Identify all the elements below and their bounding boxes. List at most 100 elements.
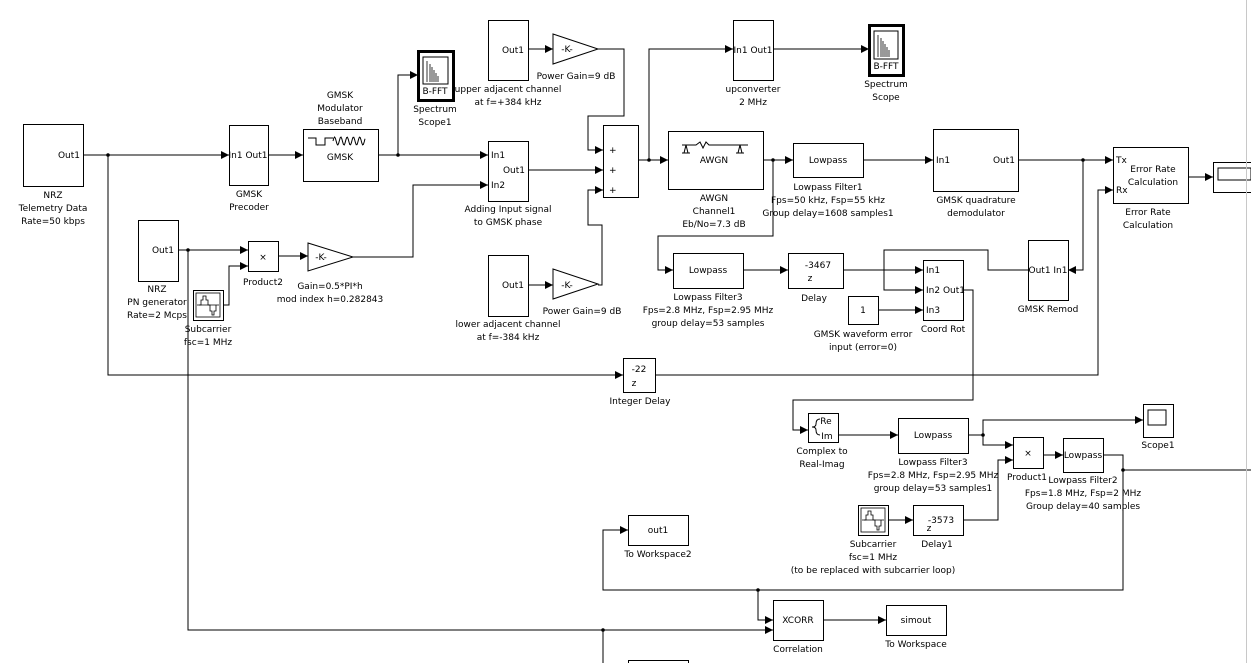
block-name-label: Fps=2.8 MHz, Fsp=2.95 MHz (868, 471, 999, 481)
block-body[interactable] (923, 260, 964, 321)
arrowhead-icon (915, 306, 923, 314)
signal-line[interactable] (648, 48, 733, 160)
signal-line[interactable] (1068, 160, 1084, 271)
block-body[interactable] (229, 125, 269, 186)
block-port-label: Re (820, 417, 832, 427)
block-body[interactable] (848, 296, 879, 325)
block-body[interactable] (788, 253, 844, 289)
signal-line[interactable] (792, 289, 974, 431)
block-body[interactable] (933, 129, 1019, 192)
signal-line[interactable] (587, 189, 603, 286)
signal-line[interactable] (968, 419, 1143, 436)
block-body[interactable] (808, 413, 839, 443)
block-body[interactable] (1113, 147, 1189, 204)
block-name-label: upconverter (726, 85, 781, 95)
signal-line[interactable] (602, 454, 1124, 591)
block-body[interactable] (898, 418, 969, 454)
block-port-label: Rx (1116, 186, 1128, 196)
signal-line[interactable] (397, 74, 418, 155)
block-product1[interactable]: ×Product1 (1007, 437, 1047, 484)
block-body[interactable] (603, 125, 639, 198)
block-body[interactable] (628, 660, 689, 663)
block-body[interactable] (673, 253, 744, 289)
signal-line[interactable] (107, 155, 623, 376)
block-sum[interactable]: +++ (603, 125, 639, 198)
block-product2[interactable]: ×Product2 (243, 241, 283, 289)
block-port-label: In2 (491, 181, 505, 191)
awgn-channel-icon (682, 141, 748, 154)
arrowhead-icon (1135, 416, 1143, 424)
block-display[interactable] (1213, 162, 1251, 193)
gain-triangle[interactable] (552, 268, 600, 300)
block-body[interactable] (793, 143, 864, 178)
signal-line[interactable] (883, 249, 1028, 291)
block-body[interactable] (248, 241, 279, 272)
block-body[interactable] (733, 20, 774, 81)
block-body[interactable] (23, 124, 84, 187)
signal-line[interactable] (223, 265, 248, 306)
block-name-label: Rate=2 Mcps (127, 311, 187, 321)
block-body[interactable] (138, 220, 179, 282)
block-body[interactable] (1013, 437, 1044, 469)
block-body[interactable] (1063, 438, 1104, 473)
block-body[interactable] (886, 605, 947, 636)
gain-triangle[interactable] (552, 33, 600, 65)
block-body[interactable] (488, 255, 529, 317)
window-edge-scrollbar[interactable] (1246, 0, 1247, 663)
block-partial[interactable] (628, 660, 689, 663)
block-body[interactable] (913, 505, 964, 536)
block-upper-gain[interactable]: -K-Power Gain=9 dB (537, 33, 616, 82)
block-body[interactable] (193, 290, 224, 321)
signal-line[interactable] (757, 590, 773, 621)
gain-triangle[interactable] (307, 242, 355, 272)
block-body[interactable] (488, 20, 529, 81)
block-body[interactable] (628, 515, 689, 546)
block-lower-gain[interactable]: -K-Power Gain=9 dB (543, 268, 622, 317)
block-body[interactable] (858, 505, 889, 536)
signal-line[interactable] (353, 184, 488, 258)
block-body[interactable] (488, 141, 529, 202)
signal-line[interactable] (982, 435, 1013, 446)
block-scope1b[interactable]: Scope1 (1141, 404, 1175, 452)
block-body[interactable] (623, 358, 656, 393)
block-body[interactable] (668, 131, 764, 190)
block-body[interactable] (773, 600, 824, 641)
signal-line[interactable] (657, 160, 774, 271)
block-body[interactable] (1028, 240, 1069, 301)
signal-line[interactable] (187, 250, 773, 631)
block-port-label: In3 (926, 306, 940, 316)
signal-line[interactable] (587, 48, 625, 151)
